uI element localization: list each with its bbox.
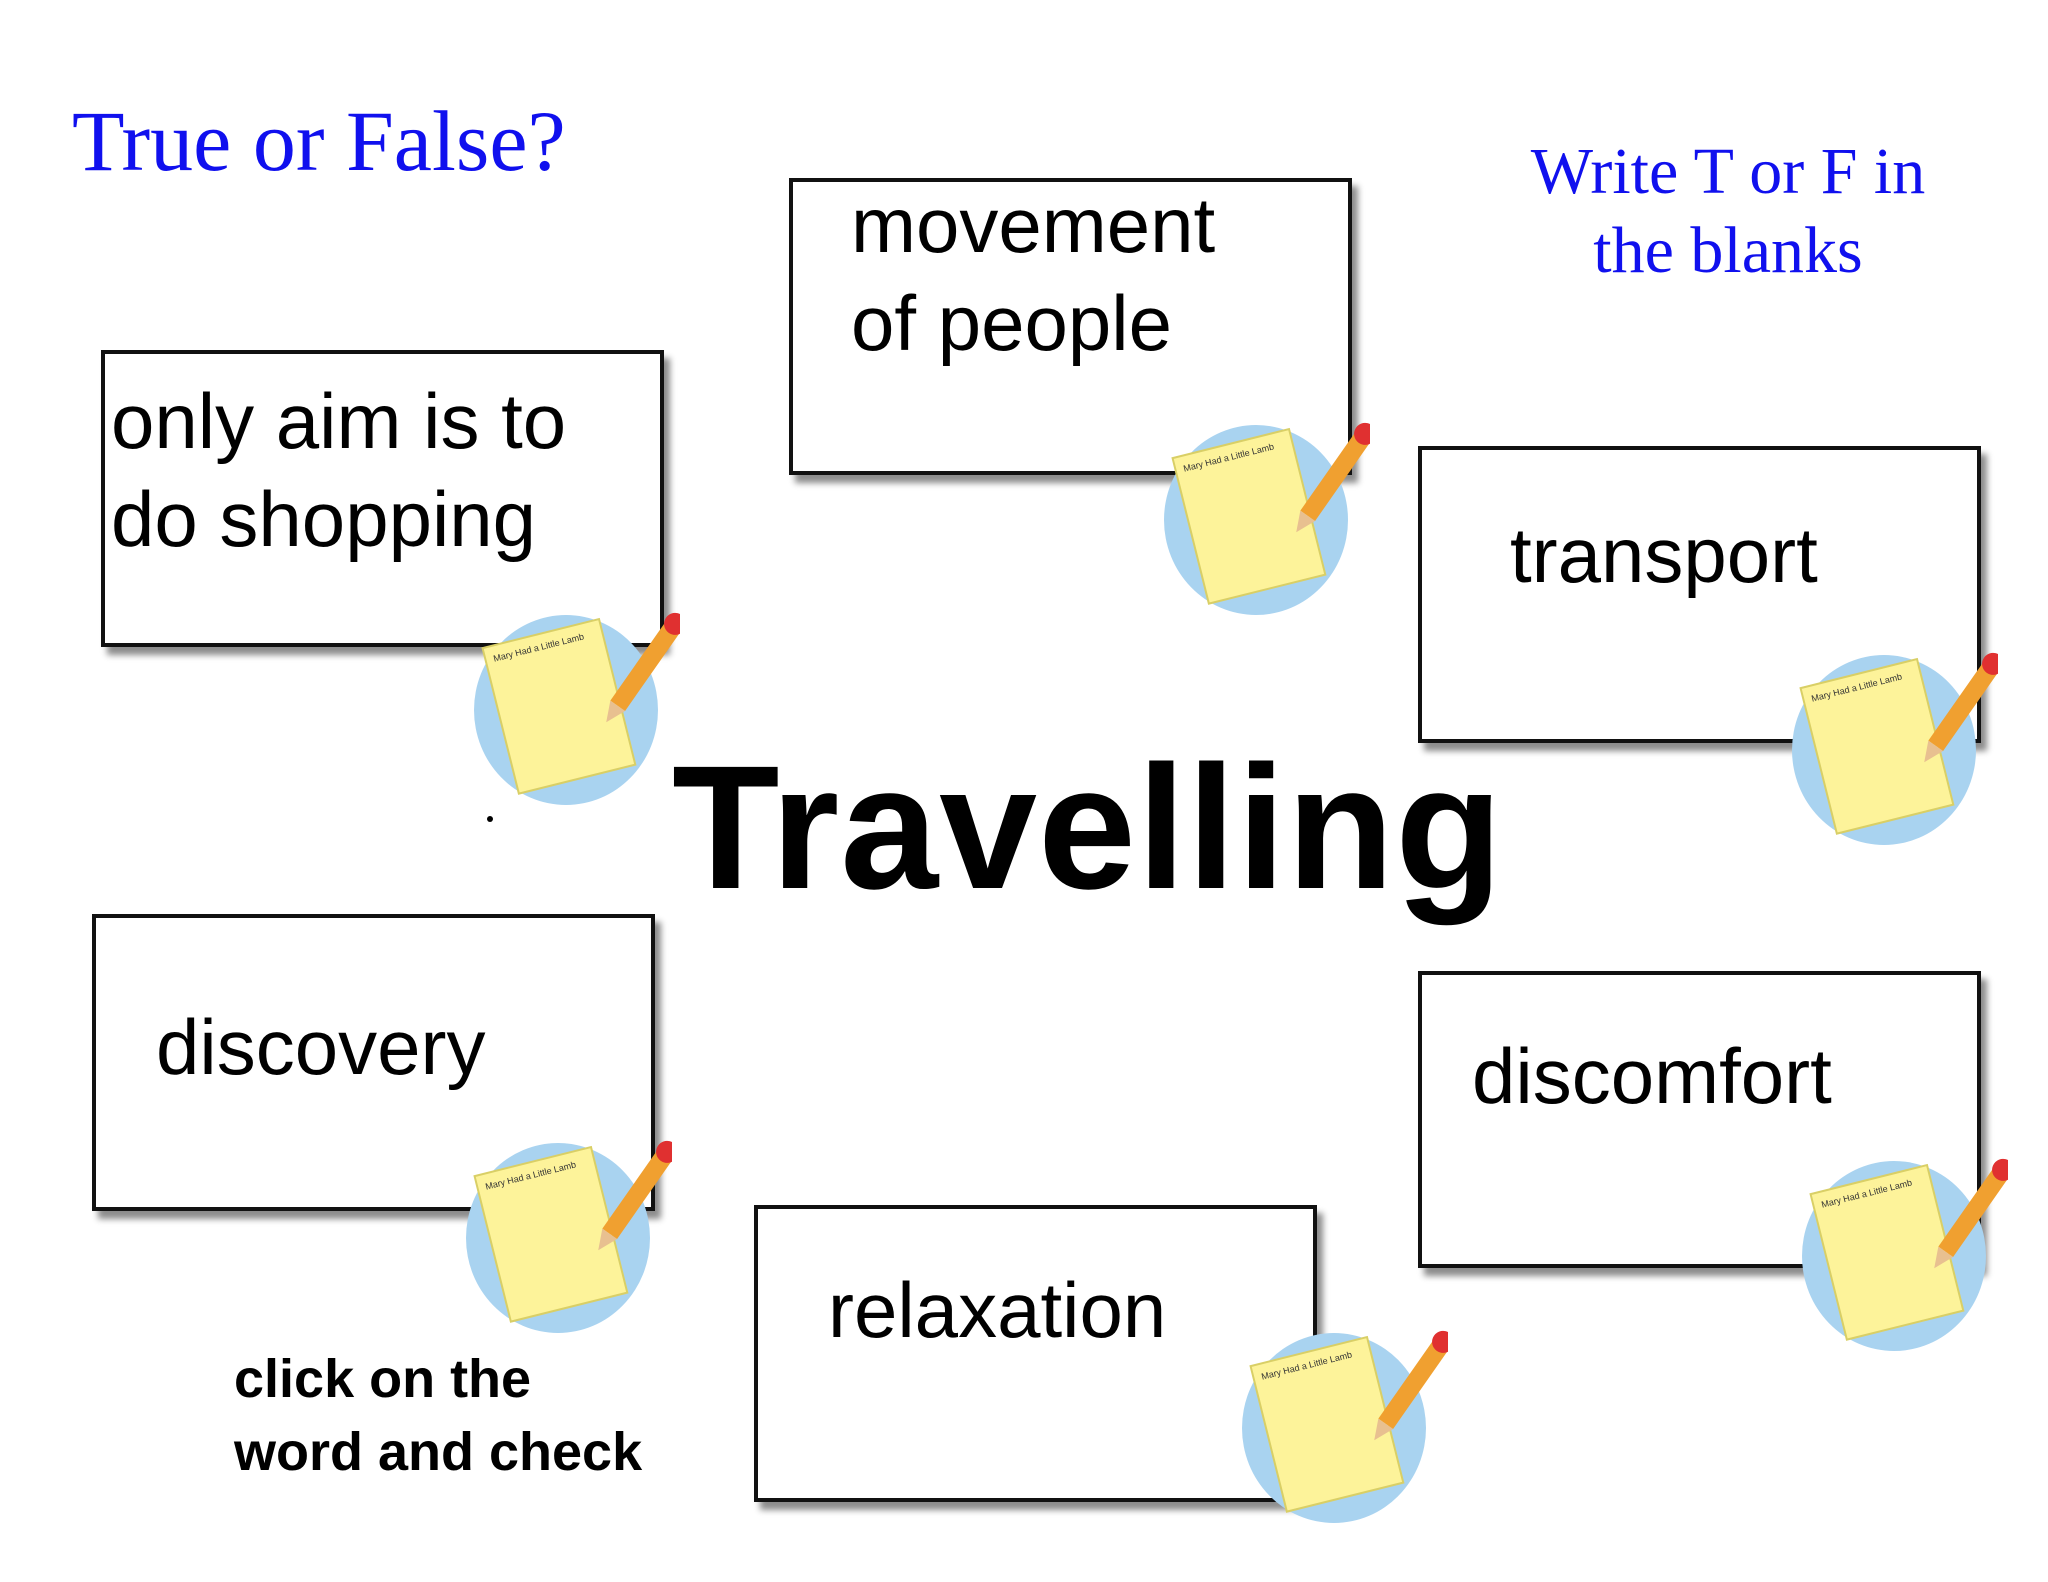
notepad-pencil-icon[interactable]: Mary Had a Little Lamb [1798, 1146, 2008, 1356]
notepad-pencil-icon[interactable]: Mary Had a Little Lamb [1788, 640, 1998, 850]
card-label: only aim is to do shopping [111, 377, 567, 564]
card-discomfort[interactable]: discomfort [1418, 971, 1981, 1268]
notepad-pencil-icon[interactable]: Mary Had a Little Lamb [462, 1128, 672, 1338]
instruction-text: Write T or F in the blanks [1530, 135, 1926, 288]
center-word: Travelling [672, 730, 1504, 926]
card-label: movement of people [851, 181, 1216, 368]
click-hint: click on the word and check [234, 1349, 643, 1482]
notepad-pencil-icon[interactable]: Mary Had a Little Lamb [1160, 410, 1370, 620]
notepad-pencil-icon[interactable]: Mary Had a Little Lamb [1238, 1318, 1448, 1528]
stray-dot [487, 816, 493, 822]
card-only-aim[interactable]: only aim is to do shopping [101, 350, 664, 647]
notepad-pencil-icon[interactable]: Mary Had a Little Lamb [470, 600, 680, 810]
card-transport[interactable]: transport [1418, 446, 1981, 743]
card-label: discomfort [1472, 1032, 1832, 1120]
card-label: transport [1510, 511, 1818, 599]
card-label: discovery [156, 1003, 486, 1091]
page-title: True or False? [72, 93, 566, 189]
card-label: relaxation [828, 1266, 1167, 1354]
card-relaxation[interactable]: relaxation [754, 1205, 1317, 1502]
